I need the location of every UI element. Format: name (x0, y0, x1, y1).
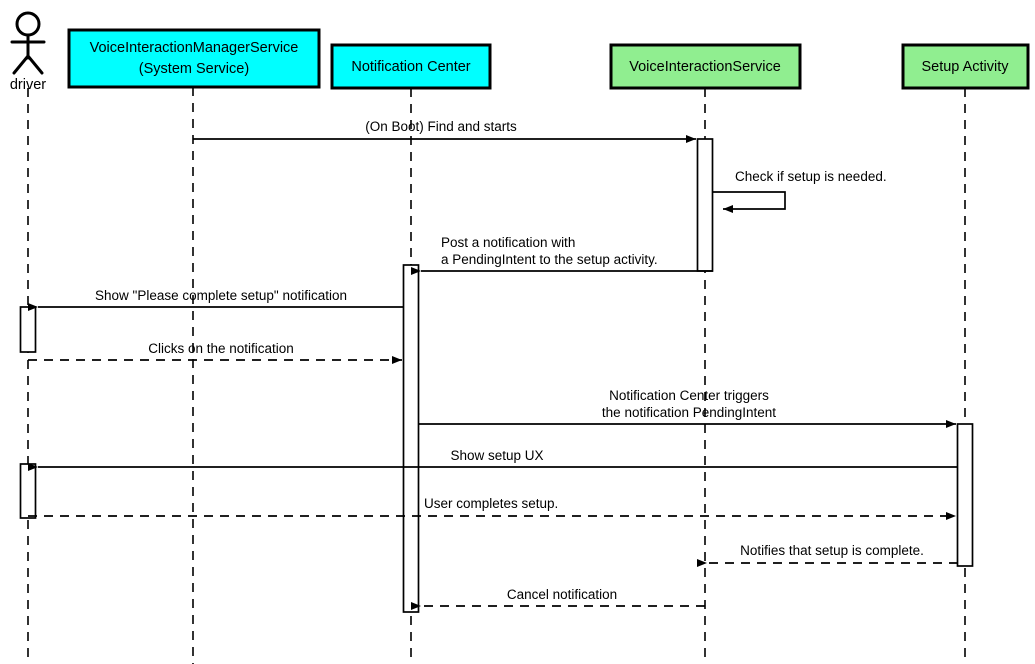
actor-left-leg-icon (12, 54, 30, 75)
participant-box-vims[interactable]: VoiceInteractionManagerService (System S… (67, 28, 321, 89)
actor-label: driver (10, 77, 46, 93)
activation-bar-driver-2 (19, 463, 37, 519)
message-show-please-complete-setup-notification[interactable]: Show "Please complete setup" notificatio… (28, 288, 404, 311)
message-on-boot-find-and-starts[interactable]: (On Boot) Find and starts (193, 119, 696, 143)
participant-box-setup-activity[interactable]: Setup Activity (901, 43, 1030, 90)
participant-rect-vis (609, 43, 802, 90)
activation-bars-group (19, 138, 974, 613)
participant-rect-vims (67, 28, 321, 89)
actor-head-icon (15, 11, 41, 37)
message-label-m6-line1: Notification Center triggers (609, 388, 769, 403)
message-label-m9: Notifies that setup is complete. (740, 543, 924, 558)
participant-box-vis[interactable]: VoiceInteractionService (609, 43, 802, 90)
participant-label-setup-activity: Setup Activity (921, 59, 1009, 75)
activation-bar-setup-activity (956, 423, 974, 567)
participant-label-vims-line1: VoiceInteractionManagerService (90, 40, 299, 56)
message-cancel-notification[interactable]: Cancel notification (411, 587, 705, 610)
message-notification-center-triggers-pendingintent[interactable]: Notification Center triggers the notific… (419, 388, 956, 428)
message-arrow-m2-self (713, 191, 786, 213)
message-label-m5: Clicks on the notification (148, 341, 294, 356)
message-label-m1: (On Boot) Find and starts (365, 119, 517, 134)
message-post-a-notification[interactable]: Post a notification with a PendingIntent… (411, 235, 713, 275)
actor-driver[interactable]: driver (10, 11, 46, 93)
message-user-completes-setup[interactable]: User completes setup. (28, 496, 956, 520)
participant-rect-setup-activity (901, 43, 1030, 90)
message-label-m6-line2: the notification PendingIntent (602, 405, 776, 420)
message-label-m10: Cancel notification (507, 587, 617, 602)
message-clicks-on-the-notification[interactable]: Clicks on the notification (28, 341, 402, 364)
message-show-setup-ux[interactable]: Show setup UX (28, 448, 958, 471)
message-notifies-that-setup-is-complete[interactable]: Notifies that setup is complete. (697, 543, 958, 567)
message-label-m4: Show "Please complete setup" notificatio… (95, 288, 347, 303)
message-check-if-setup-is-needed[interactable]: Check if setup is needed. (713, 169, 887, 213)
participant-box-notification-center[interactable]: Notification Center (330, 43, 492, 90)
message-label-m3-line1: Post a notification with (441, 235, 575, 250)
participant-label-notification-center: Notification Center (351, 59, 470, 75)
message-label-m8: User completes setup. (424, 496, 558, 511)
activation-bar-driver-1 (19, 306, 37, 353)
participant-label-vis: VoiceInteractionService (629, 59, 781, 75)
activation-bar-vis (696, 138, 714, 272)
message-label-m7: Show setup UX (450, 448, 543, 463)
participant-rect-notification-center (330, 43, 492, 90)
actor-right-leg-icon (26, 54, 44, 75)
message-label-m2: Check if setup is needed. (735, 169, 887, 184)
message-label-m3-line2: a PendingIntent to the setup activity. (441, 252, 658, 267)
activation-bar-notification-center (402, 264, 420, 613)
participant-label-vims-line2: (System Service) (139, 61, 249, 77)
